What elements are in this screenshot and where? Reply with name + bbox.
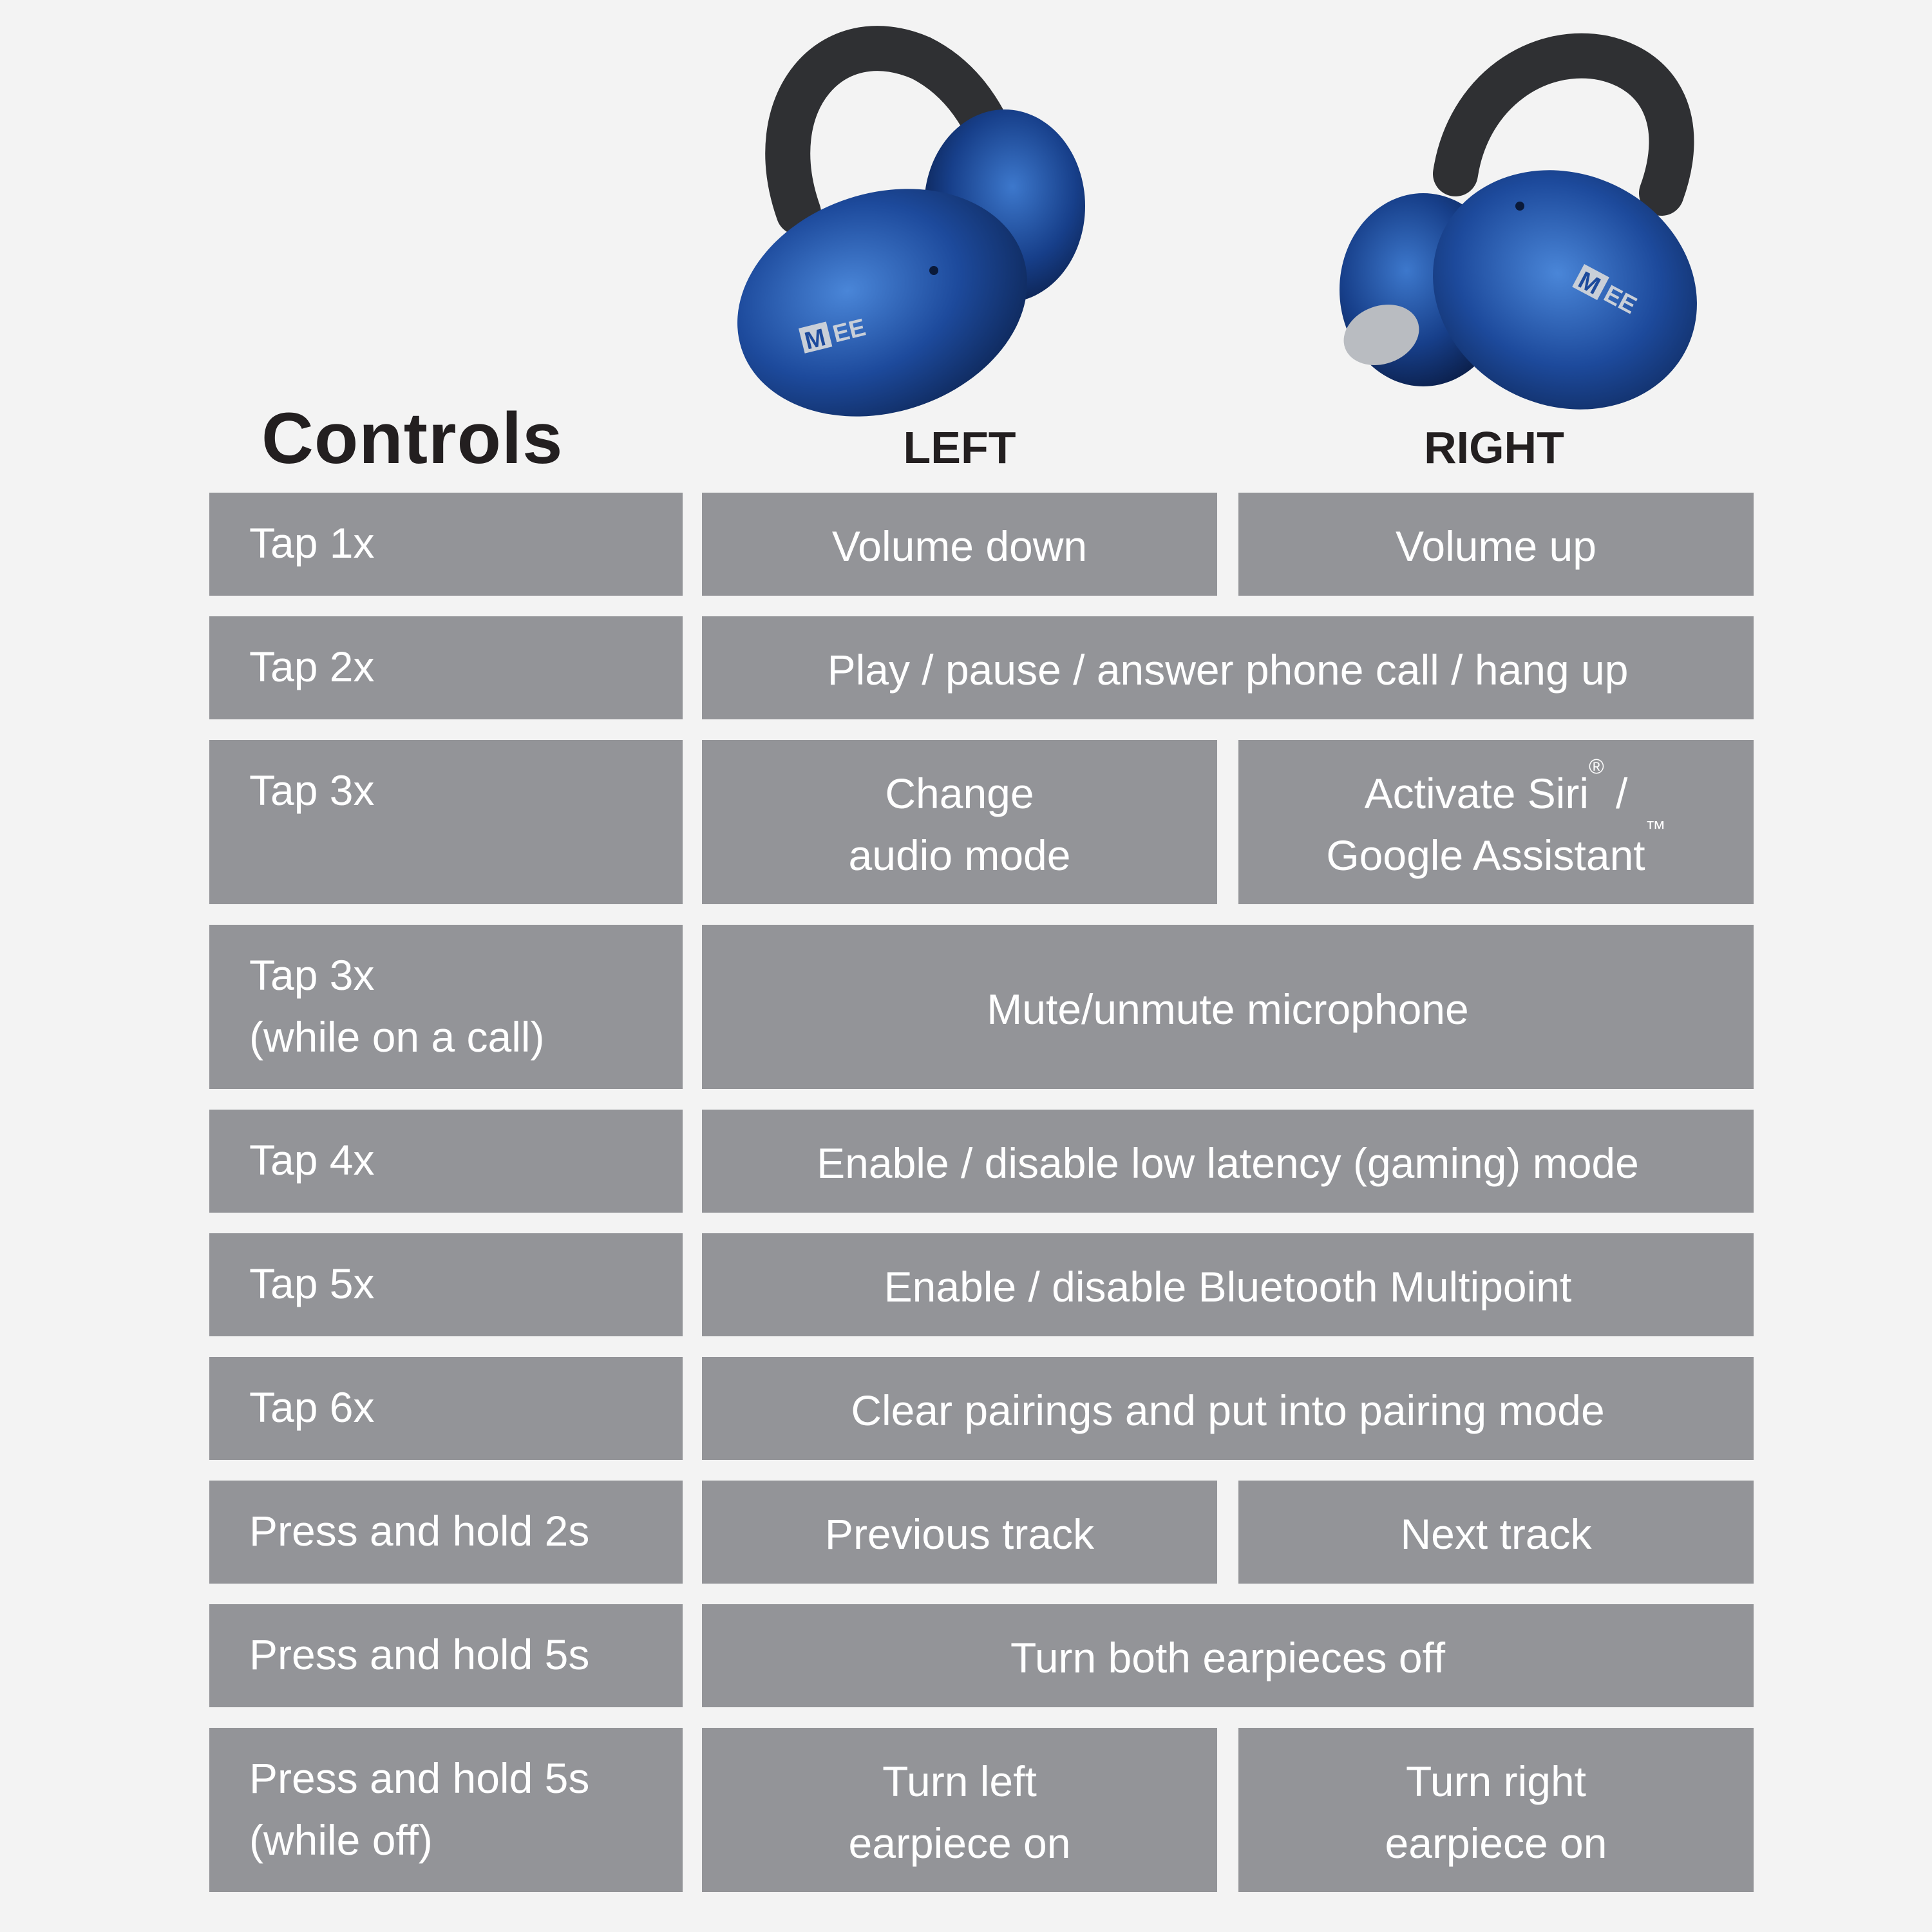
right-action-text: Activate Siri® / Google Assistant™ bbox=[1326, 756, 1666, 886]
left-cell: Change audio mode bbox=[702, 740, 1217, 904]
right-action-text: Volume up bbox=[1396, 522, 1596, 570]
left-action-text: Volume down bbox=[831, 522, 1088, 570]
both-cell: Clear pairings and put into pairing mode bbox=[702, 1357, 1754, 1460]
action-label: Press and hold 2s bbox=[249, 1507, 590, 1555]
left-cell: Volume down bbox=[702, 493, 1217, 596]
action-label: Tap 1x bbox=[249, 519, 375, 567]
action-cell: Tap 1x bbox=[209, 493, 683, 596]
google-assistant-text: / Google Assistant bbox=[1326, 769, 1645, 879]
action-cell: Tap 5x bbox=[209, 1233, 683, 1336]
left-action-text: Change audio mode bbox=[848, 769, 1071, 879]
action-cell: Press and hold 2s bbox=[209, 1481, 683, 1584]
right-cell: Activate Siri® / Google Assistant™ bbox=[1238, 740, 1754, 904]
both-cell: Play / pause / answer phone call / hang … bbox=[702, 616, 1754, 719]
action-cell: Tap 3x bbox=[209, 740, 683, 904]
left-cell: Turn left earpiece on bbox=[702, 1728, 1217, 1892]
action-label: Press and hold 5s bbox=[249, 1631, 590, 1678]
right-action-text: Next track bbox=[1400, 1510, 1592, 1558]
left-action-text: Turn left earpiece on bbox=[848, 1757, 1071, 1867]
action-label: Tap 5x bbox=[249, 1260, 375, 1307]
right-cell: Next track bbox=[1238, 1481, 1754, 1584]
action-label: Tap 3x bbox=[249, 766, 375, 814]
column-header-right: RIGHT bbox=[1424, 422, 1564, 473]
action-label: Tap 6x bbox=[249, 1383, 375, 1431]
both-action-text: Turn both earpieces off bbox=[1010, 1634, 1446, 1681]
right-cell: Turn right earpiece on bbox=[1238, 1728, 1754, 1892]
action-cell: Press and hold 5s (while off) bbox=[209, 1728, 683, 1892]
action-cell: Tap 4x bbox=[209, 1110, 683, 1213]
action-label: Tap 2x bbox=[249, 643, 375, 690]
action-label: Tap 3x (while on a call) bbox=[249, 951, 545, 1061]
left-earbud-image: M EE bbox=[737, 26, 1085, 417]
action-cell: Press and hold 5s bbox=[209, 1604, 683, 1707]
right-earbud-image: M EE bbox=[1340, 33, 1697, 410]
registered-mark: ® bbox=[1589, 754, 1604, 778]
action-cell: Tap 6x bbox=[209, 1357, 683, 1460]
trademark-mark: ™ bbox=[1645, 816, 1666, 840]
column-header-left: LEFT bbox=[903, 422, 1016, 473]
action-label: Tap 4x bbox=[249, 1136, 375, 1184]
right-cell: Volume up bbox=[1238, 493, 1754, 596]
action-label: Press and hold 5s (while off) bbox=[249, 1754, 590, 1864]
both-action-text: Mute/unmute microphone bbox=[987, 985, 1469, 1033]
both-cell: Turn both earpieces off bbox=[702, 1604, 1754, 1707]
action-cell: Tap 3x (while on a call) bbox=[209, 925, 683, 1089]
right-action-text: Turn right earpiece on bbox=[1385, 1757, 1607, 1867]
page-title: Controls bbox=[261, 398, 564, 478]
mee-logo-icon: M EE bbox=[799, 314, 868, 355]
both-action-text: Clear pairings and put into pairing mode bbox=[851, 1387, 1605, 1434]
left-cell: Previous track bbox=[702, 1481, 1217, 1584]
left-action-text: Previous track bbox=[824, 1510, 1095, 1558]
both-action-text: Enable / disable low latency (gaming) mo… bbox=[817, 1139, 1639, 1187]
both-cell: Enable / disable low latency (gaming) mo… bbox=[702, 1110, 1754, 1213]
action-cell: Tap 2x bbox=[209, 616, 683, 719]
both-cell: Mute/unmute microphone bbox=[702, 925, 1754, 1089]
both-action-text: Enable / disable Bluetooth Multipoint bbox=[884, 1263, 1572, 1311]
siri-text: Activate Siri bbox=[1364, 769, 1589, 817]
both-action-text: Play / pause / answer phone call / hang … bbox=[827, 646, 1629, 694]
both-cell: Enable / disable Bluetooth Multipoint bbox=[702, 1233, 1754, 1336]
